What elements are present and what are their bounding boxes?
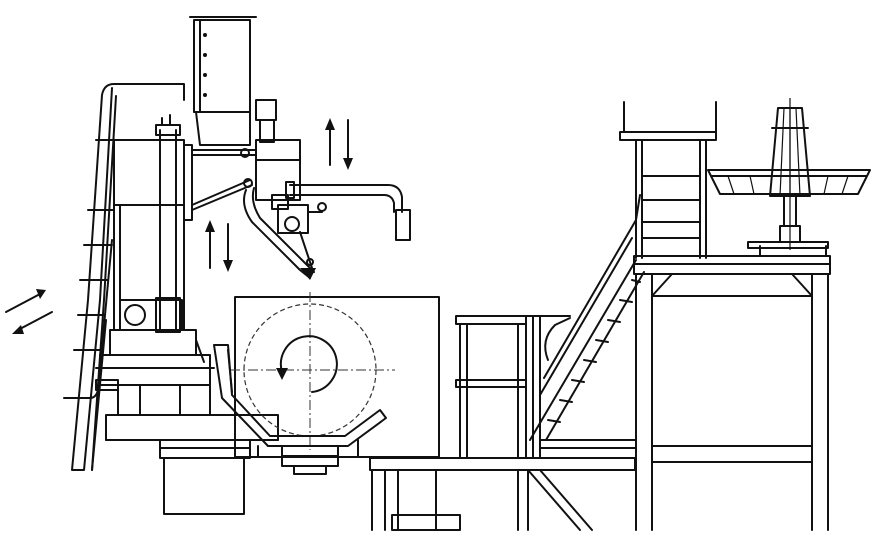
traverse-drive-unit xyxy=(255,99,301,210)
drive-base xyxy=(95,297,215,416)
collection-chute xyxy=(213,344,387,475)
drum-rotation-arrow xyxy=(276,335,338,393)
horizontal-travel-arrow xyxy=(5,289,53,334)
center-floor-platform xyxy=(369,457,636,531)
vertical-column-frame xyxy=(113,114,193,331)
vertical-travel-lower-arrow xyxy=(205,220,233,272)
vertical-travel-upper-arrow xyxy=(325,118,353,170)
feed-hopper-chute xyxy=(189,16,257,146)
inclined-staircase xyxy=(529,194,645,449)
stair-tower xyxy=(455,315,571,459)
traverse-linkage xyxy=(191,148,256,211)
left-access-ladder xyxy=(63,83,185,471)
right-elevated-platform xyxy=(633,241,831,531)
right-upper-tower xyxy=(619,101,717,259)
rotary-distributor-cone xyxy=(707,98,871,250)
spray-arm-pipe xyxy=(285,181,411,241)
spray-nozzle-assembly xyxy=(243,187,327,280)
